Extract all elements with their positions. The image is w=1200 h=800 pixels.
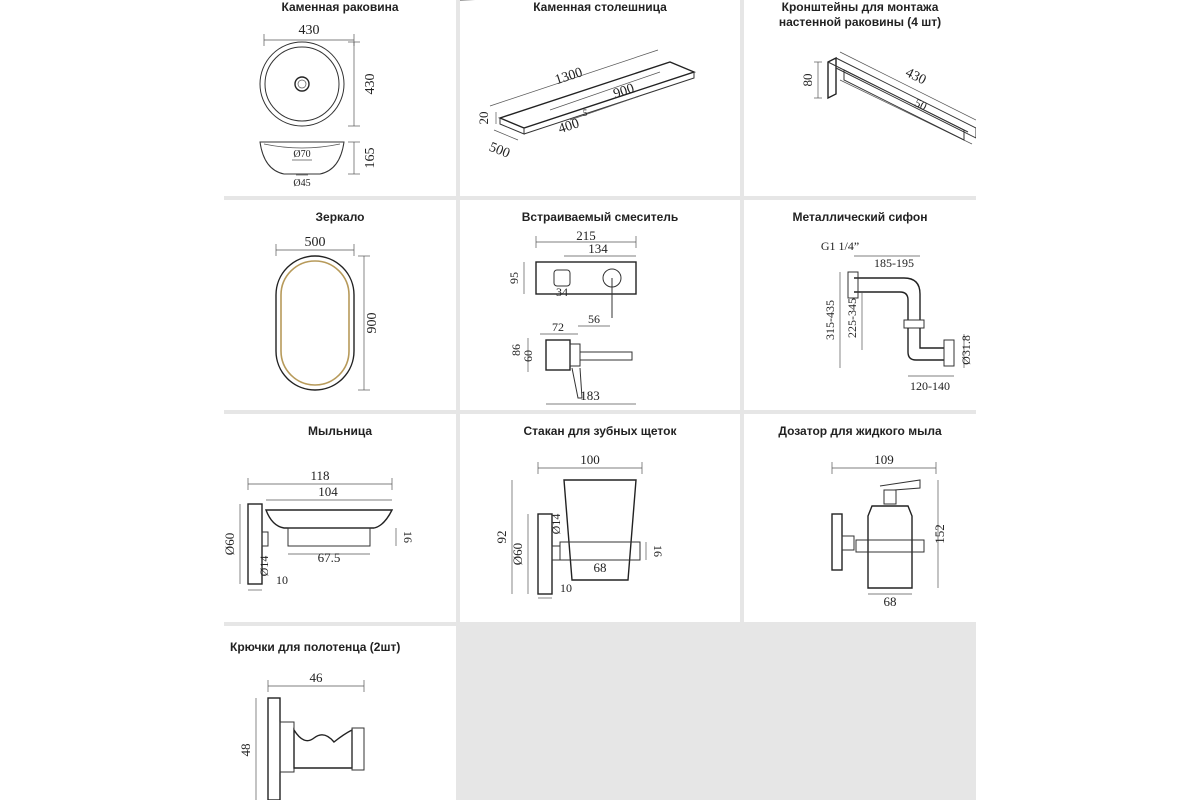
panel-hooks: Крючки для полотенца (2шт) 46 48: [224, 626, 456, 800]
dim-h-total: 315-435: [823, 300, 837, 340]
dim-total: 100: [580, 452, 600, 467]
dim-width: 430: [299, 23, 320, 38]
dim-wall: 10: [276, 573, 288, 587]
panel-title: Металлический сифон: [792, 210, 928, 224]
dim-height: 48: [238, 744, 253, 757]
dim-bottle: 68: [884, 594, 897, 609]
panel-title: Стакан для зубных щеток: [523, 424, 677, 438]
dim-length: 46: [310, 670, 324, 685]
dim-body-w: 72: [552, 320, 564, 334]
dim-depth: 500: [487, 140, 512, 162]
panel-title: Мыльница: [307, 424, 373, 438]
dim-base: Ø60: [224, 533, 237, 555]
brackets-drawing: 80 430 50: [800, 51, 976, 145]
dim-height: 430: [363, 74, 378, 95]
dim-small: 5: [583, 108, 588, 118]
dim-plate-h: 95: [507, 272, 521, 284]
dim-base: Ø60: [510, 543, 525, 565]
dispenser-drawing: 109 152 68: [831, 452, 947, 609]
panel-siphon: Металлический сифон G1 1/4” 185-195 Ø31.…: [744, 200, 976, 410]
dim-height: 16: [401, 531, 415, 543]
dim-bottom: 67.5: [318, 550, 341, 565]
dim-outlet: Ø31.8: [959, 335, 973, 365]
toothbrush-drawing: 100 16 68 92 Ø60 Ø14 10: [494, 452, 665, 599]
dim-drain-top: Ø70: [293, 149, 310, 160]
panel-title: Каменная столешница: [533, 0, 667, 14]
dim-depth: 165: [363, 148, 378, 169]
dim-height: 152: [932, 524, 947, 544]
dim-handle: 34: [556, 285, 568, 299]
dim-cutout: 400: [557, 116, 582, 137]
mixer-drawing: 215 134 95 34 72 56 86 60 183: [507, 228, 637, 405]
panel-toothbrush: Стакан для зубных щеток 100 16 68 92 Ø60…: [460, 414, 740, 622]
dim-total: 118: [310, 468, 329, 483]
dim-height: 80: [800, 74, 815, 87]
panel-title: Крючки для полотенца (2шт): [230, 640, 401, 654]
dim-length: 1300: [553, 65, 584, 88]
dim-spout-gap: 134: [588, 241, 608, 256]
empty-area: [460, 626, 976, 800]
dim-body-h: 86: [509, 344, 523, 356]
dim-body-h2: 60: [521, 350, 535, 362]
panel-title: Каменная раковина: [281, 0, 399, 14]
hooks-drawing: 46 48: [238, 670, 365, 800]
dim-spout-len: 56: [588, 312, 600, 326]
panel-title: Зеркало: [315, 210, 365, 224]
dim-ring: 16: [651, 545, 665, 557]
panel-countertop: Каменная столешница 1300 900 400 5 20 50…: [460, 0, 740, 196]
dim-thread: G1 1/4”: [821, 239, 859, 253]
dim-thickness: 20: [476, 112, 491, 125]
dim-rod: Ø14: [257, 556, 271, 577]
dim-glass: 68: [594, 560, 607, 575]
dim-drain-bottom: Ø45: [293, 178, 310, 189]
dim-dish: 104: [318, 484, 338, 499]
dim-width: 500: [305, 235, 326, 250]
countertop-drawing: 1300 900 400 5 20 500: [460, 0, 697, 162]
siphon-drawing: G1 1/4” 185-195 Ø31.8 315-435 225-345 12…: [821, 239, 973, 393]
dim-reach: 185-195: [874, 256, 914, 270]
mirror-drawing: 500 900: [275, 235, 380, 391]
dim-wall: 10: [560, 581, 572, 595]
dim-h-inner: 225-345: [845, 298, 859, 338]
dim-height: 900: [365, 313, 380, 334]
panel-dispenser: Дозатор для жидкого мыла 109 152 68: [744, 414, 976, 622]
dim-rod: Ø14: [549, 514, 563, 535]
panel-title: Встраиваемый смеситель: [521, 210, 679, 224]
dim-offset: 50: [912, 95, 929, 113]
basin-drawing: 430 430 Ø70 Ø45 165: [259, 23, 378, 189]
soap-dish-drawing: 118 104 16 67.5 Ø60 Ø14 10: [224, 468, 415, 591]
panel-mixer: Встраиваемый смеситель 215 134 95 34 72 …: [460, 200, 740, 410]
dim-width: 109: [874, 452, 894, 467]
dim-depth: 120-140: [910, 379, 950, 393]
dim-total: 183: [580, 388, 600, 403]
dim-plate-w: 215: [576, 228, 596, 243]
dim-length: 430: [903, 66, 928, 89]
panel-title: Дозатор для жидкого мыла: [778, 424, 942, 438]
product-diagram-grid: Каменная раковина 430 430 Ø70 Ø45 165: [224, 0, 976, 800]
dim-height: 92: [494, 531, 509, 544]
panel-soap-dish: Мыльница 118 104 16 67.5 Ø60 Ø14 10: [224, 414, 456, 622]
panel-basin: Каменная раковина 430 430 Ø70 Ø45 165: [224, 0, 456, 196]
panel-title: Кронштейны для монтажа настенной раковин…: [778, 0, 942, 29]
dim-inner: 900: [612, 81, 637, 102]
panel-brackets: Кронштейны для монтажа настенной раковин…: [744, 0, 976, 196]
panel-mirror: Зеркало 500 900: [224, 200, 456, 410]
